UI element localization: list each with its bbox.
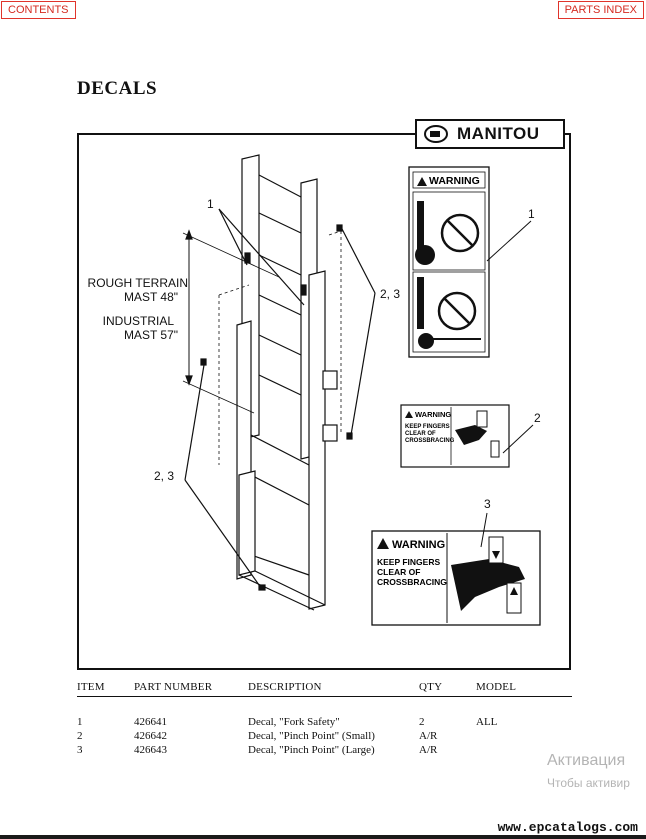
cell: 426641	[134, 716, 167, 728]
mast-drawing	[182, 154, 376, 611]
callout-23-left: 2, 3	[154, 469, 175, 483]
decal2-keep-line1: KEEP FINGERS	[405, 424, 450, 430]
table-row: 1 426641 Decal, "Fork Safety" 2 ALL	[77, 715, 572, 729]
industrial-label: INDUSTRIAL	[102, 314, 174, 328]
cell: ALL	[476, 716, 498, 728]
table-row: 2 426642 Decal, "Pinch Point" (Small) A/…	[77, 729, 572, 743]
cell: Decal, "Fork Safety"	[248, 716, 340, 728]
decal3-keep-line3: CROSSBRACING	[377, 577, 447, 587]
callout-1-mast: 1	[207, 197, 214, 211]
cell: 426642	[134, 730, 167, 742]
col-part-number: PART NUMBER	[134, 681, 213, 693]
cell: 426643	[134, 744, 167, 756]
col-item: ITEM	[77, 681, 105, 693]
decal3-keep-line2: CLEAR OF	[377, 567, 420, 577]
decal1-callout: 1	[528, 207, 535, 221]
decal1-warning-text: WARNING	[429, 175, 480, 187]
bottom-border	[0, 835, 646, 839]
rough-terrain-label: ROUGH TERRAIN	[87, 276, 188, 290]
decal2-warning-text: WARNING	[415, 410, 451, 419]
col-model: MODEL	[476, 681, 517, 693]
parts-index-button[interactable]: PARTS INDEX	[557, 1, 644, 19]
footer-url[interactable]: www.epcatalogs.com	[497, 820, 638, 835]
manitou-logo-icon	[424, 125, 448, 143]
decal3-callout: 3	[484, 497, 491, 511]
pinch-point-large-decal: WARNING KEEP FINGERS CLEAR OF CROSSBRACI…	[371, 530, 541, 626]
activation-watermark-title: Активация	[547, 752, 626, 769]
callout-23-right: 2, 3	[380, 287, 401, 301]
table-header: ITEM PART NUMBER DESCRIPTION QTY MODEL	[77, 681, 572, 697]
page-title: DECALS	[77, 78, 158, 99]
decal2-callout: 2	[534, 411, 541, 425]
cell: A/R	[419, 744, 438, 756]
pinch-point-small-decal: WARNING KEEP FINGERS CLEAR OF CROSSBRACI…	[400, 404, 510, 468]
cell	[476, 729, 572, 743]
diagram-frame: WARNING WARNING KEEP FINGERS CLEAR OF CR…	[77, 133, 571, 670]
cell: Decal, "Pinch Point" (Small)	[248, 730, 375, 742]
cell: Decal, "Pinch Point" (Large)	[248, 744, 375, 756]
fork-safety-decal: WARNING	[408, 166, 490, 358]
cell: 2	[419, 716, 425, 728]
industrial-mast-label: MAST 57"	[123, 328, 178, 342]
decal2-keep-line2: CLEAR OF	[405, 431, 436, 437]
mast-diagram: WARNING WARNING KEEP FINGERS CLEAR OF CR…	[182, 154, 541, 626]
col-qty: QTY	[419, 681, 443, 693]
logo-text: MANITOU	[457, 124, 540, 143]
table-row: 3 426643 Decal, "Pinch Point" (Large) A/…	[77, 743, 572, 757]
cell: 2	[77, 730, 83, 742]
rough-mast-label: MAST 48"	[123, 290, 178, 304]
decal3-warning-text: WARNING	[392, 539, 445, 551]
manitou-logo: MANITOU	[415, 119, 565, 149]
contents-button[interactable]: CONTENTS	[1, 1, 76, 19]
decal3-keep-line1: KEEP FINGERS	[377, 557, 440, 567]
col-description: DESCRIPTION	[248, 681, 322, 693]
activation-watermark-subtitle: Чтобы активир	[547, 776, 630, 790]
decal2-keep-line3: CROSSBRACING	[405, 438, 455, 444]
cell: 1	[77, 716, 83, 728]
parts-table: ITEM PART NUMBER DESCRIPTION QTY MODEL 1…	[77, 681, 572, 757]
cell: A/R	[419, 730, 438, 742]
cell: 3	[77, 744, 83, 756]
